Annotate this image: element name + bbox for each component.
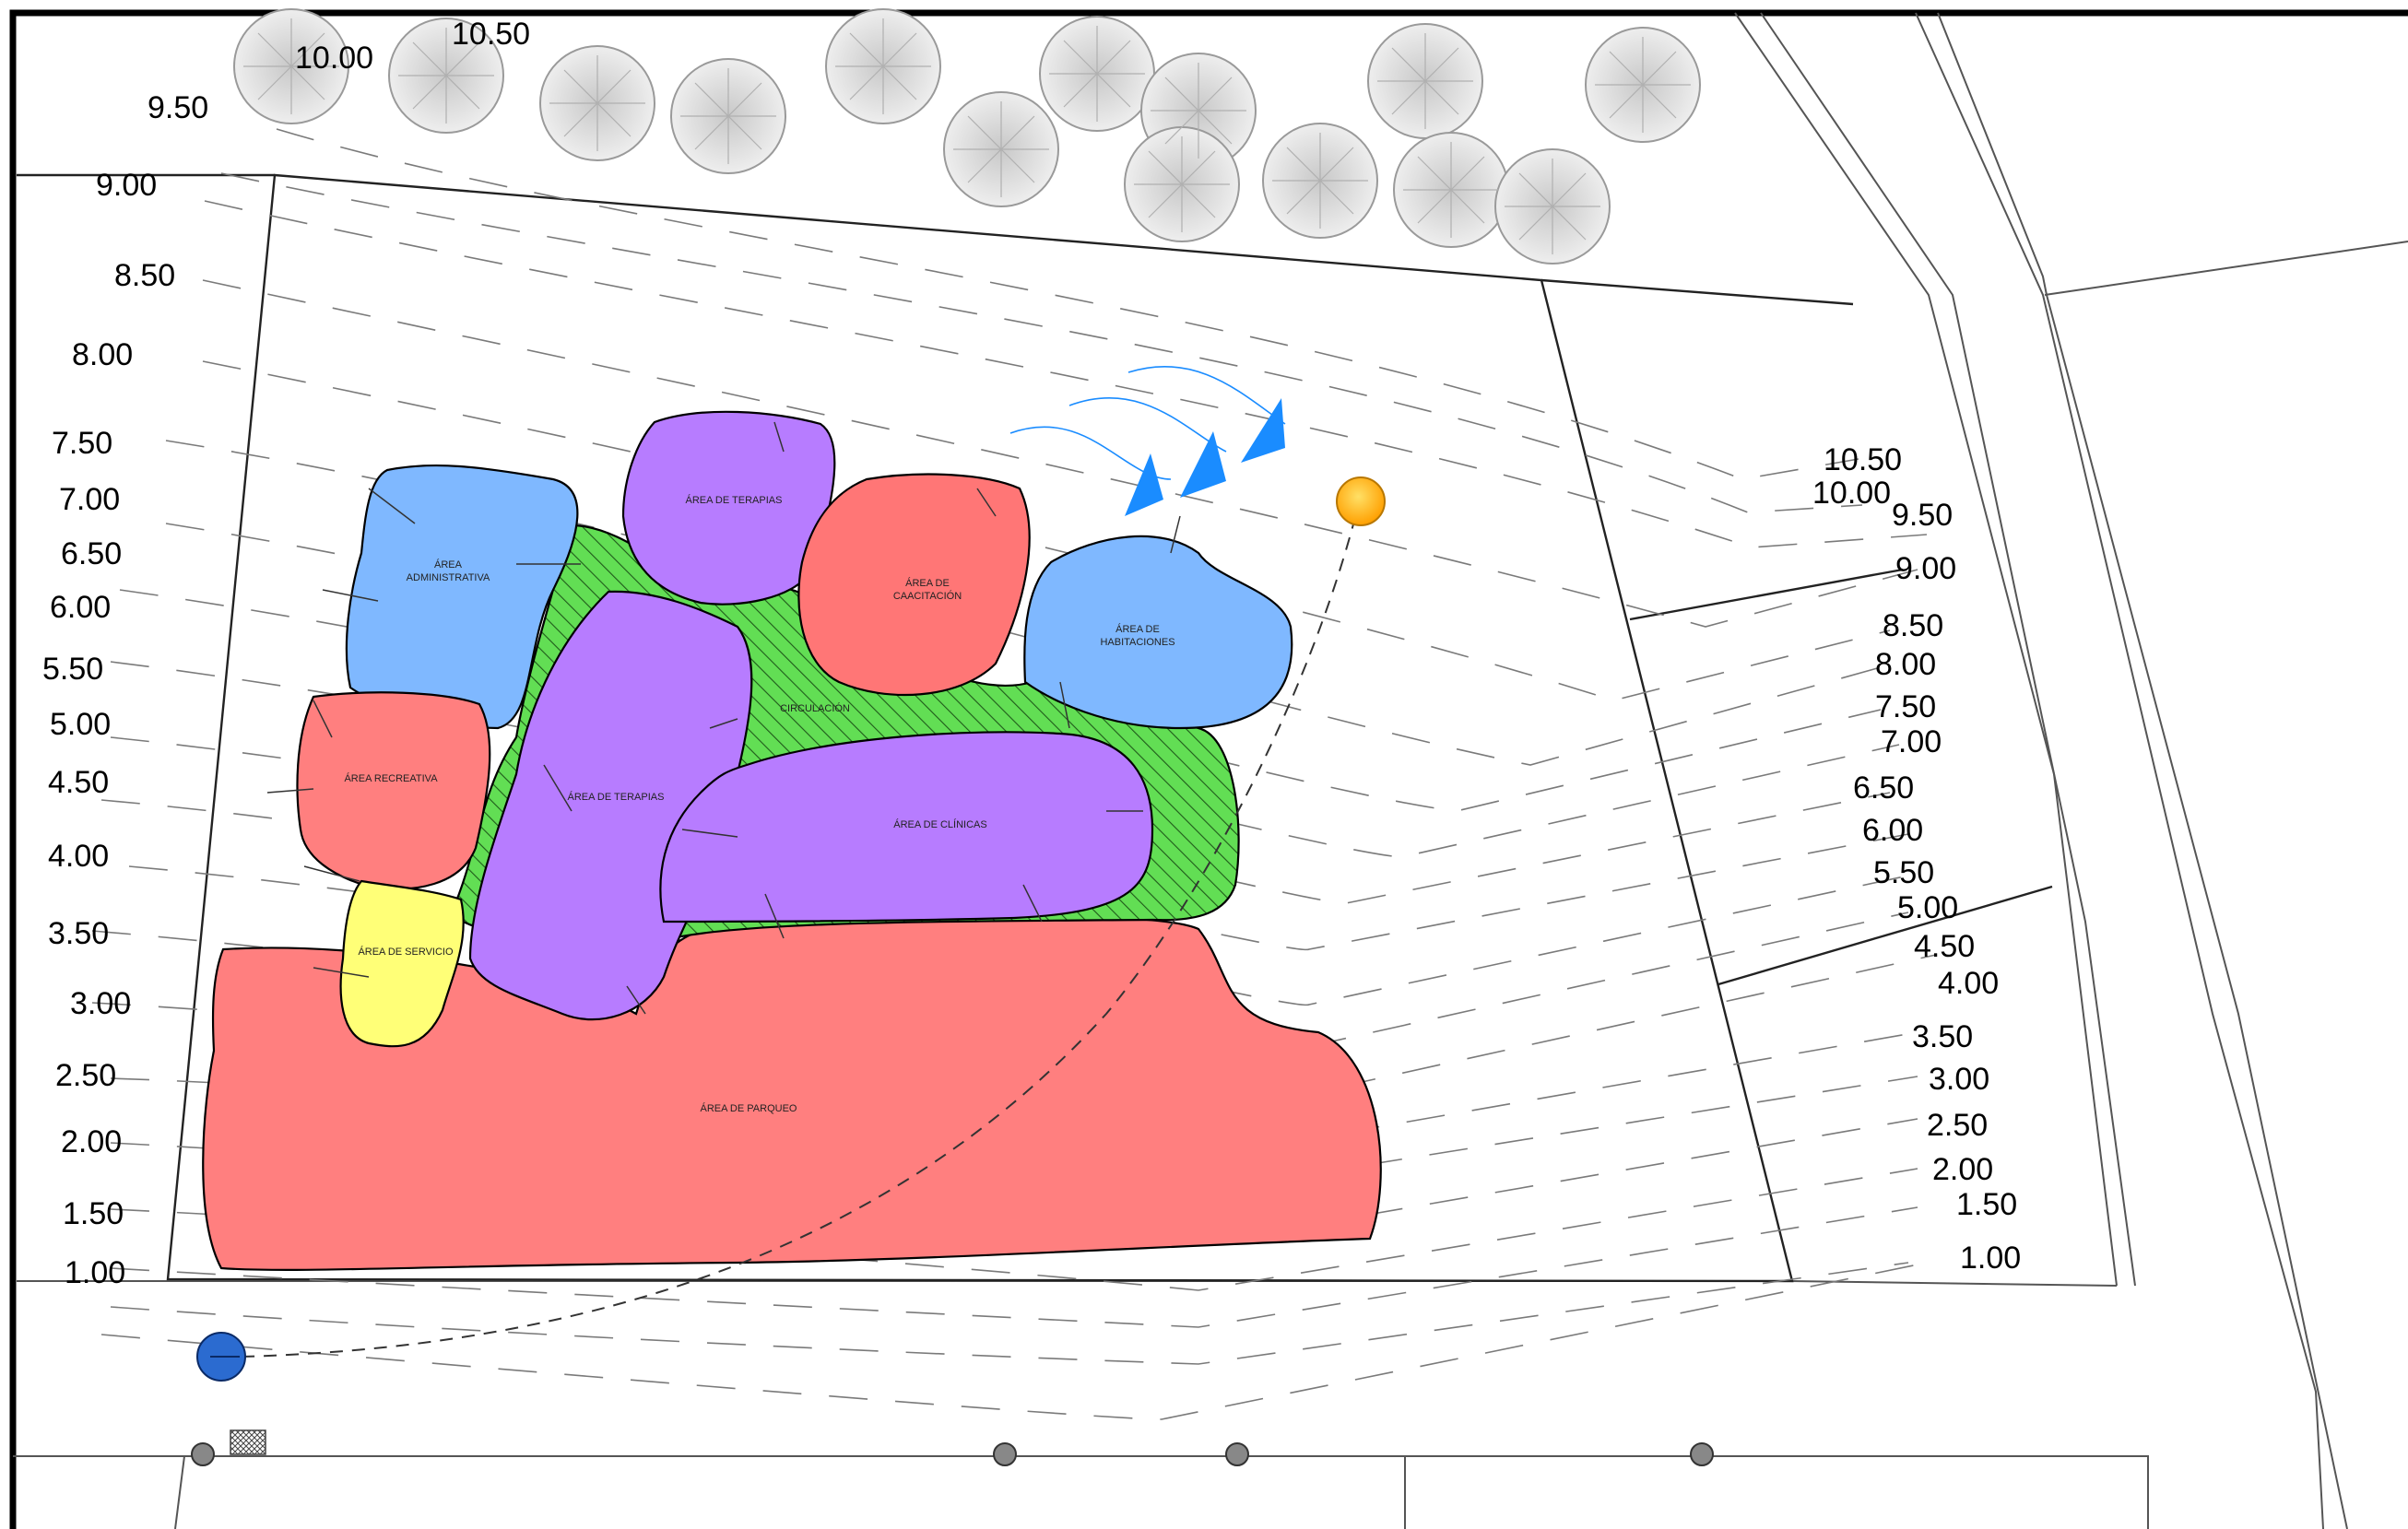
elevation-right-10: 5.50: [1873, 855, 1934, 890]
elevation-left-14: 3.50: [48, 916, 109, 951]
elevation-right-12: 4.50: [1914, 929, 1975, 964]
elevation-labels-left: 10.50 10.00 9.50 9.00 8.50 8.00 7.50 7.00 6.50 6.…: [42, 17, 530, 1290]
elevation-right-0: 10.50: [1824, 442, 1902, 477]
elevation-left-2: 9.50: [148, 90, 208, 125]
drawing-frame: [9, 9, 2408, 1529]
label-recreation: ÁREA RECREATIVA: [344, 772, 438, 784]
label-parking: ÁREA DE PARQUEO: [701, 1102, 797, 1114]
elevation-right-9: 6.00: [1862, 813, 1923, 848]
label-circulation: CIRCULACIÓN: [780, 702, 850, 714]
elevation-left-13: 4.00: [48, 839, 109, 874]
elevation-left-19: 1.00: [65, 1255, 125, 1290]
elevation-left-8: 6.50: [61, 536, 122, 571]
sun-icon: [1336, 476, 1386, 526]
elevation-left-12: 4.50: [48, 765, 109, 800]
elevation-right-19: 1.00: [1960, 1241, 2021, 1276]
elevation-right-3: 9.00: [1895, 551, 1956, 586]
elevation-right-1: 10.00: [1812, 476, 1891, 511]
elevation-left-4: 8.50: [114, 258, 175, 293]
zone-therapy-top: [621, 410, 836, 606]
elevation-right-2: 9.50: [1892, 498, 1953, 533]
elevation-right-5: 8.00: [1875, 647, 1936, 682]
elevation-right-7: 7.00: [1881, 724, 1942, 759]
elevation-left-9: 6.00: [50, 590, 111, 625]
elevation-left-7: 7.00: [59, 482, 120, 517]
zone-service: [339, 879, 465, 1048]
zone-training: [797, 473, 1031, 697]
elevation-left-6: 7.50: [52, 426, 112, 461]
zoning-areas: [202, 410, 1382, 1271]
label-service: ÁREA DE SERVICIO: [358, 946, 454, 958]
elevation-left-11: 5.00: [50, 707, 111, 742]
label-therapy-main: ÁREA DE TERAPIAS: [568, 791, 665, 803]
tree-branches: [243, 18, 1691, 254]
elevation-left-1: 10.00: [295, 41, 373, 76]
elevation-left-10: 5.50: [42, 652, 103, 687]
label-therapy-top: ÁREA DE TERAPIAS: [686, 494, 783, 506]
elevation-right-4: 8.50: [1883, 608, 1943, 643]
elevation-left-3: 9.00: [96, 168, 157, 203]
elevation-left-17: 2.00: [61, 1124, 122, 1159]
grading-ticks: [266, 421, 1181, 1015]
elevation-right-13: 4.00: [1938, 966, 1999, 1001]
label-clinics: ÁREA DE CLÍNICAS: [893, 818, 986, 830]
elevation-right-15: 3.00: [1929, 1062, 1989, 1097]
elevation-right-6: 7.50: [1875, 689, 1936, 724]
elevation-right-18: 1.50: [1956, 1187, 2017, 1222]
elevation-left-5: 8.00: [72, 337, 133, 372]
elevation-right-16: 2.50: [1927, 1108, 1988, 1143]
elevation-right-14: 3.50: [1912, 1019, 1973, 1054]
utility-pole-icon: [191, 1442, 1714, 1466]
elevation-right-11: 5.00: [1897, 890, 1958, 925]
elevation-right-8: 6.50: [1853, 770, 1914, 806]
elevation-left-15: 3.00: [70, 986, 131, 1021]
sun-path: [241, 502, 1360, 1358]
zone-recreation: [296, 691, 491, 890]
elevation-left-18: 1.50: [63, 1196, 124, 1231]
elevation-left-0: 10.50: [452, 17, 530, 52]
zone-rooms: [1023, 535, 1293, 730]
zone-clinics: [659, 731, 1154, 923]
elevation-left-16: 2.50: [55, 1058, 116, 1093]
elevation-right-17: 2.00: [1932, 1152, 1993, 1187]
zone-administrative: [345, 464, 579, 730]
drain-grate-icon: [230, 1429, 266, 1455]
wind-arrow-icon: [1009, 365, 1286, 516]
